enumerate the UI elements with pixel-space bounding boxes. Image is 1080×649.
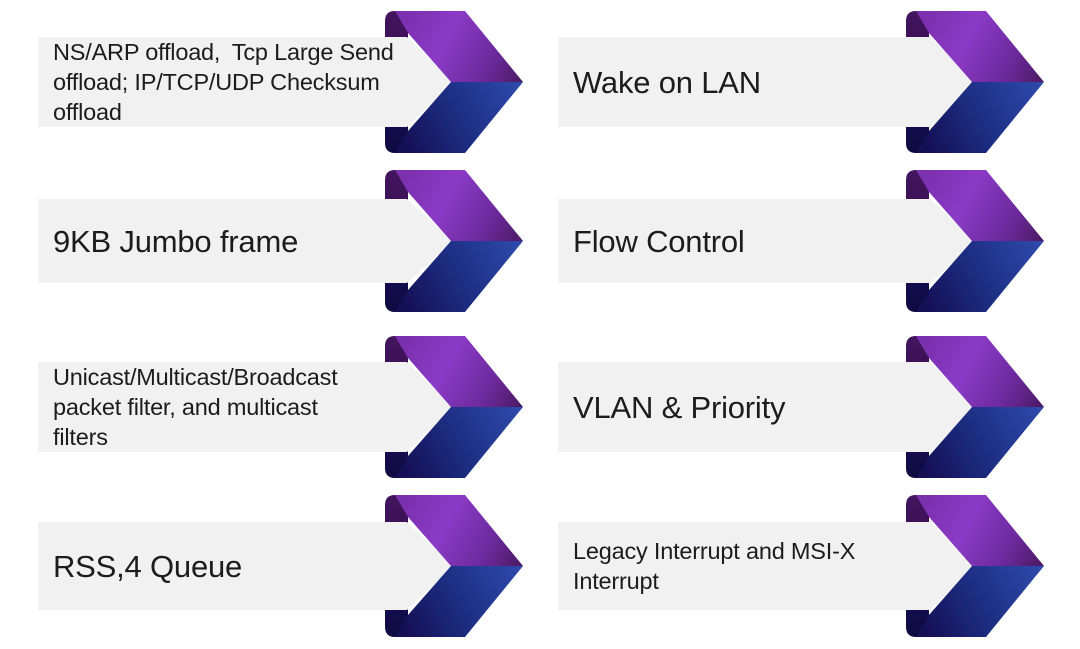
feature-bar: RSS,4 Queue xyxy=(38,522,453,610)
feature-bar: VLAN & Priority xyxy=(558,362,976,452)
chevron-arrow-icon xyxy=(916,336,1044,478)
feature-label: Unicast/Multicast/Broadcast packet filte… xyxy=(53,364,338,450)
feature-label: 9KB Jumbo frame xyxy=(53,223,299,259)
feature-item-wake-on-lan: Wake on LAN xyxy=(558,10,1046,154)
chevron-arrow-icon xyxy=(916,495,1044,637)
feature-bar: Legacy Interrupt and MSI-X Interrupt xyxy=(558,522,976,610)
feature-item-offloads: NS/ARP offload, Tcp Large Send offload; … xyxy=(38,10,525,154)
feature-bar: NS/ARP offload, Tcp Large Send offload; … xyxy=(38,37,453,127)
feature-label: RSS,4 Queue xyxy=(53,548,243,584)
chevron-arrow-icon xyxy=(395,170,523,312)
feature-label: Flow Control xyxy=(573,223,745,259)
feature-item-jumbo-frame: 9KB Jumbo frame xyxy=(38,169,525,313)
feature-item-interrupts: Legacy Interrupt and MSI-X Interrupt xyxy=(558,494,1046,638)
chevron-arrow-icon xyxy=(916,170,1044,312)
feature-item-rss-queue: RSS,4 Queue xyxy=(38,494,525,638)
feature-label: NS/ARP offload, Tcp Large Send offload; … xyxy=(53,39,394,125)
feature-item-vlan-priority: VLAN & Priority xyxy=(558,335,1046,479)
feature-item-flow-control: Flow Control xyxy=(558,169,1046,313)
feature-label: Legacy Interrupt and MSI-X Interrupt xyxy=(573,538,856,594)
feature-label: Wake on LAN xyxy=(573,64,761,100)
chevron-arrow-icon xyxy=(395,11,523,153)
chevron-arrow-icon xyxy=(395,495,523,637)
chevron-arrow-icon xyxy=(395,336,523,478)
feature-bar: Unicast/Multicast/Broadcast packet filte… xyxy=(38,362,453,452)
feature-bar: Wake on LAN xyxy=(558,37,976,127)
chevron-arrow-icon xyxy=(916,11,1044,153)
feature-bar: Flow Control xyxy=(558,199,976,283)
feature-bar: 9KB Jumbo frame xyxy=(38,199,453,283)
feature-item-packet-filters: Unicast/Multicast/Broadcast packet filte… xyxy=(38,335,525,479)
feature-label: VLAN & Priority xyxy=(573,389,786,425)
